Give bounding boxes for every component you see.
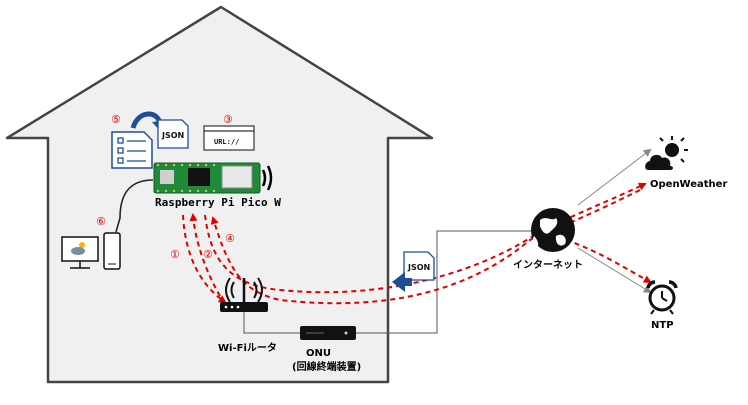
- wifi-router-icon: [220, 277, 268, 312]
- json-document-icon: [157, 119, 189, 149]
- smartphone-icon: [103, 232, 121, 270]
- step-marker: ④: [225, 232, 235, 245]
- json-doc-label: JSON: [161, 131, 184, 140]
- checklist-document-icon: [111, 131, 153, 169]
- usb-cable: [115, 179, 154, 233]
- monitor-icon: [61, 236, 99, 269]
- onu-device-icon: [300, 326, 356, 340]
- globe-icon: [531, 208, 575, 252]
- onu-sub-label: (回線終端装置): [292, 360, 361, 373]
- download-arrow-icon: [392, 272, 412, 292]
- step-marker: ③: [223, 113, 233, 126]
- json-doc-label: JSON: [407, 263, 430, 272]
- wifi-waves-icon: [261, 165, 273, 191]
- step-markers: ① ② ③ ④ ⑤ ⑥: [96, 113, 235, 261]
- wired-links: [243, 148, 652, 334]
- url-window-icon: [203, 125, 255, 151]
- step-marker: ②: [203, 248, 213, 261]
- step-marker: ①: [170, 248, 180, 261]
- pico-label: Raspberry Pi Pico W: [155, 196, 281, 209]
- step-marker: ⑤: [111, 113, 121, 126]
- data-flow-arrows: [182, 182, 652, 305]
- openweather-label: OpenWeather: [650, 179, 727, 190]
- pico-w-board: [153, 162, 261, 194]
- ntp-label: NTP: [651, 320, 674, 331]
- router-label: Wi-Fiルータ: [218, 342, 277, 354]
- alarm-clock-icon: [646, 280, 678, 315]
- onu-label: ONU: [306, 348, 331, 359]
- step-marker: ⑥: [96, 215, 106, 228]
- weather-cloud-sun-icon: [645, 136, 688, 170]
- house-outline: [5, 5, 434, 384]
- internet-label: インターネット: [513, 259, 583, 271]
- url-label: URL://: [214, 138, 239, 146]
